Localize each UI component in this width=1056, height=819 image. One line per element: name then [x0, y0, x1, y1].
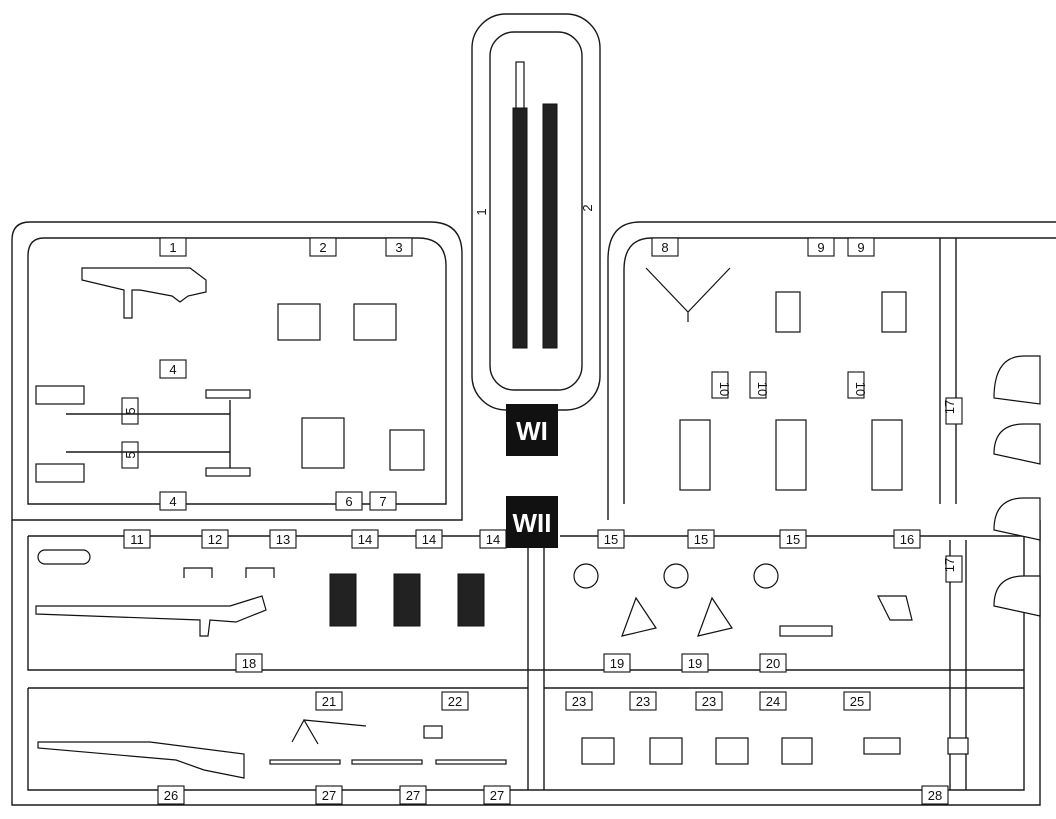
ammo-box-23-c: 23 — [695, 691, 749, 765]
ammo-pouch-9-left: 9 — [775, 237, 835, 333]
part-number-2b: 2 — [319, 240, 326, 255]
strap-clip-top — [205, 389, 251, 399]
ammo-belt-part-2: 2 — [542, 103, 595, 349]
part-number-9-right: 9 — [857, 240, 864, 255]
binoculars-25: 25 — [843, 691, 901, 755]
holster-16: 16 — [877, 529, 921, 621]
part-number-28: 28 — [928, 788, 942, 803]
part-number-7: 7 — [379, 494, 386, 509]
part-number-14-c: 14 — [486, 532, 500, 547]
part-number-27-a: 27 — [322, 788, 336, 803]
mp40-submachine-gun — [81, 267, 207, 319]
part-number-17-a: 17 — [942, 400, 957, 414]
strap-clip-bottom — [205, 467, 251, 477]
magazine-pouch-2: 2 — [277, 237, 337, 341]
binoculars-28: 28 — [921, 737, 969, 805]
ammo-drum-15-a: 15 — [573, 529, 625, 589]
part-number-23-a: 23 — [572, 694, 586, 709]
part-number-10-b: 10 — [755, 382, 770, 396]
part-number-25: 25 — [850, 694, 864, 709]
part-number-11: 11 — [130, 532, 144, 547]
part-number-16: 16 — [900, 532, 914, 547]
rifle-k98-26: 26 — [37, 741, 245, 805]
part-number-27-b: 27 — [406, 788, 420, 803]
ammo-pouch-9-right: 9 — [847, 237, 907, 333]
part-number-22: 22 — [448, 694, 462, 709]
gas-mask-canister-14-b: 14 — [393, 529, 443, 627]
part-number-19-a: 19 — [610, 656, 624, 671]
part-number-5-top: 5 — [123, 407, 138, 414]
part-number-18: 18 — [242, 656, 256, 671]
part-number-26: 26 — [164, 788, 178, 803]
part-number-15-a: 15 — [604, 532, 618, 547]
label-part-4-bottom: 4 — [159, 491, 187, 511]
sprue-code-wii: WII — [506, 496, 558, 548]
sprue-code-wi: WI — [506, 404, 558, 456]
part-number-1b: 1 — [169, 240, 176, 255]
sprue-code-wii-text: WII — [513, 508, 552, 538]
part-number-17-b: 17 — [942, 558, 957, 572]
part-number-3: 3 — [395, 240, 402, 255]
part-number-4-top: 4 — [169, 362, 176, 377]
part-number-1: 1 — [474, 208, 489, 215]
label-part-1: 1 — [159, 237, 187, 257]
mg-mount-10-b: 10 — [749, 371, 807, 491]
gas-mask-canister-14-c: 14 — [457, 529, 507, 627]
sight-22: 22 — [423, 691, 469, 739]
part-number-19-b: 19 — [688, 656, 702, 671]
part-number-15-c: 15 — [786, 532, 800, 547]
ammo-drum-15-c: 15 — [753, 529, 807, 589]
part-number-10-a: 10 — [717, 382, 732, 396]
mount-bracket-5-bottom: 5 — [35, 441, 139, 483]
sprue-code-wi-text: WI — [516, 416, 548, 446]
mount-bracket-5-top: 5 — [35, 385, 139, 425]
part-number-10-c: 10 — [853, 382, 868, 396]
part-number-23-c: 23 — [702, 694, 716, 709]
barrel-case-11: 11 — [37, 529, 151, 565]
part-number-14-b: 14 — [422, 532, 436, 547]
mg-mount-10-a: 10 — [679, 371, 732, 491]
bipod-21: 21 — [291, 691, 367, 745]
part-number-9-left: 9 — [817, 240, 824, 255]
part-number-5-bottom: 5 — [123, 451, 138, 458]
ammo-box-24: 24 — [759, 691, 813, 765]
part-number-14-a: 14 — [358, 532, 372, 547]
bipod-8: 8 — [645, 237, 731, 322]
ammo-drum-15-b: 15 — [663, 529, 715, 589]
part-number-23-b: 23 — [636, 694, 650, 709]
sling-19-a: 19 — [603, 596, 657, 673]
part-number-4-bottom: 4 — [169, 494, 176, 509]
part-number-21: 21 — [322, 694, 336, 709]
part-number-13: 13 — [276, 532, 290, 547]
part-number-8: 8 — [661, 240, 668, 255]
ammo-box-23-b: 23 — [629, 691, 683, 765]
part-number-15-b: 15 — [694, 532, 708, 547]
grip-20: 20 — [759, 625, 833, 673]
ammo-box-6: 6 — [301, 417, 363, 511]
clip-12: 12 — [183, 529, 229, 578]
mg34-machine-gun: 18 — [35, 595, 267, 673]
ammo-box-7: 7 — [369, 429, 425, 511]
ammo-box-23-a: 23 — [565, 691, 615, 765]
part-number-12: 12 — [208, 532, 222, 547]
bayonet-27-b: 27 — [351, 759, 427, 805]
part-number-27-c: 27 — [490, 788, 504, 803]
clip-13: 13 — [245, 529, 297, 578]
helmet-17-group: 17 17 — [942, 355, 1041, 617]
part-number-20: 20 — [766, 656, 780, 671]
sling-19-b: 19 — [681, 596, 733, 673]
gas-mask-canister-14-a: 14 — [329, 529, 379, 627]
part-number-6: 6 — [345, 494, 352, 509]
part-number-2: 2 — [580, 204, 595, 211]
bayonet-27-a: 27 — [269, 759, 343, 805]
mg-mount-10-c: 10 — [847, 371, 903, 491]
label-part-4-top: 4 — [159, 359, 187, 379]
ammo-belt-part-1: 1 — [474, 61, 528, 349]
part-number-24: 24 — [766, 694, 780, 709]
bayonet-27-c: 27 — [435, 759, 511, 805]
magazine-pouch-3: 3 — [353, 237, 413, 341]
